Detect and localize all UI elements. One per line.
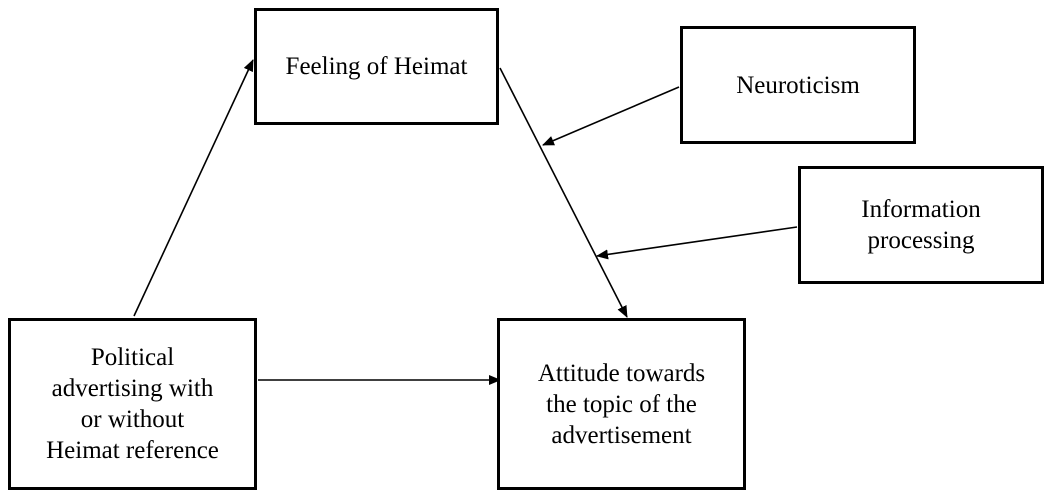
political-advertising-label-line-2: advertising with xyxy=(51,375,214,402)
feeling-of-heimat-box: Feeling of Heimat xyxy=(254,8,499,125)
attitude-label-line-3: advertisement xyxy=(551,421,692,449)
political-advertising-label-line-1: Political xyxy=(90,344,175,371)
political-advertising-label-line-4: Heimat reference xyxy=(46,437,219,464)
neuroticism-label: Neuroticism xyxy=(736,71,860,99)
arrow-political-to-feeling xyxy=(133,59,254,317)
arrow-neuroticism-moderation xyxy=(542,86,680,146)
feeling-of-heimat-label: Feeling of Heimat xyxy=(285,53,468,80)
neuroticism-box: Neuroticism xyxy=(680,26,916,144)
information-processing-label-line-2: processing xyxy=(867,227,975,254)
arrow-information-processing-moderation xyxy=(596,226,798,260)
information-processing-label-line-1: Information xyxy=(861,196,981,223)
attitude-box: Attitude towards the topic of the advert… xyxy=(497,318,746,490)
arrow-feeling-to-attitude xyxy=(499,67,628,318)
political-advertising-label-line-3: or without xyxy=(80,406,185,433)
political-advertising-box: Political advertising with or without He… xyxy=(8,318,257,490)
attitude-label-line-2: the topic of the xyxy=(546,390,697,418)
attitude-label-line-1: Attitude towards xyxy=(537,359,706,387)
information-processing-box: Information processing xyxy=(798,166,1044,284)
